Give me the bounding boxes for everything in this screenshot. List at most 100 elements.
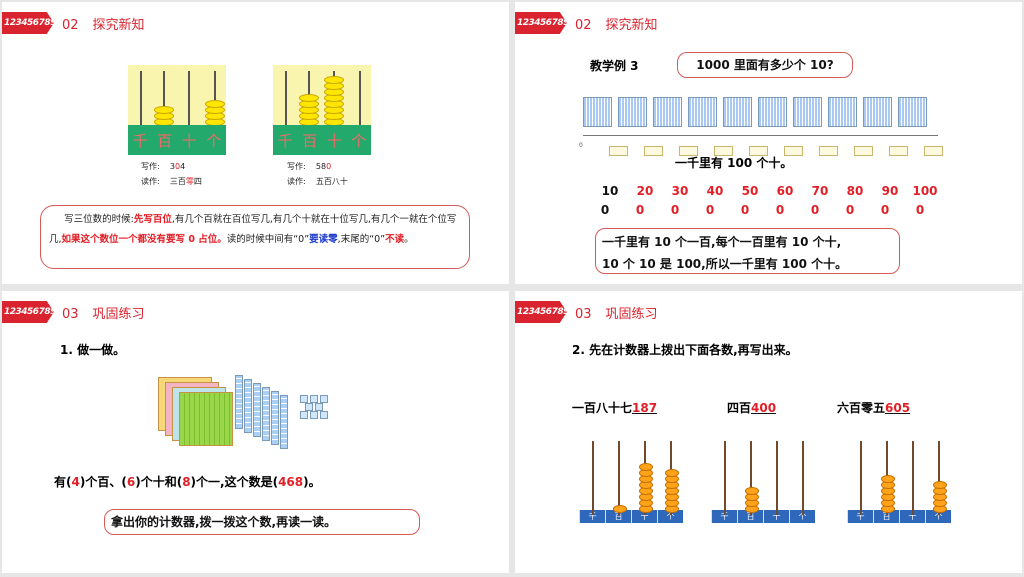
counter-bead xyxy=(639,463,653,471)
pair-top: 60 xyxy=(776,184,794,198)
counter-place-label: 百 xyxy=(873,510,899,523)
unit-cube xyxy=(310,395,318,403)
unit-cube xyxy=(300,395,308,403)
pair-bottom: 0 xyxy=(880,203,890,217)
pair-top: 20 xyxy=(636,184,654,198)
pair-bottom: 0 xyxy=(915,203,925,217)
statement: 一千里有 100 个十。 xyxy=(675,156,793,170)
number-line-box xyxy=(889,146,908,156)
counter-place-label: 百 xyxy=(737,510,763,523)
rod-line xyxy=(592,441,594,515)
counter-rod xyxy=(743,441,759,515)
pair-top: 100 xyxy=(912,184,938,198)
unit-cube xyxy=(320,395,328,403)
counter-rod xyxy=(611,441,627,515)
number-line-box xyxy=(644,146,663,156)
prompt-bubble: 拿出你的计数器,拨一拨这个数,再读一读。 xyxy=(104,509,420,535)
rod-line xyxy=(802,441,804,515)
tens-rod xyxy=(271,391,279,445)
counter-rod xyxy=(879,441,895,515)
axis-zero: 0 xyxy=(579,142,583,149)
counter-rod xyxy=(585,441,601,515)
counter-place-label: 个 xyxy=(789,510,815,523)
brand-badge: 123456789 xyxy=(515,301,567,323)
item-605: 六百零五605 xyxy=(837,401,911,415)
rod-line xyxy=(750,441,752,515)
counter-place-label: 十 xyxy=(763,510,789,523)
tens-rod xyxy=(262,387,270,441)
counter-place-label: 千 xyxy=(847,510,873,523)
number-line-box xyxy=(854,146,873,156)
counter-rod xyxy=(795,441,811,515)
hundred-cube xyxy=(653,97,682,127)
pair-top: 10 xyxy=(601,184,619,198)
counter-rod xyxy=(637,441,653,515)
counter-place-label: 百 xyxy=(605,510,631,523)
pair-bottom: 0 xyxy=(600,203,610,217)
pair-bottom: 0 xyxy=(740,203,750,217)
unit-cube xyxy=(300,411,308,419)
task-title: 1. 做一做。 xyxy=(60,343,126,357)
number-line-box xyxy=(749,146,768,156)
item-187: 一百八十七187 xyxy=(572,401,658,415)
rod-line xyxy=(776,441,778,515)
counter-place-label: 千 xyxy=(711,510,737,523)
counter-place-label: 十 xyxy=(631,510,657,523)
number-line-box xyxy=(819,146,838,156)
rod-line xyxy=(860,441,862,515)
place-hundreds: 百 xyxy=(157,131,173,150)
counter-place-label: 个 xyxy=(657,510,683,523)
brand-badge: 123456789 xyxy=(2,301,54,323)
counter-rod xyxy=(769,441,785,515)
pair-top: 30 xyxy=(671,184,689,198)
hundred-cube xyxy=(758,97,787,127)
pair-top: 80 xyxy=(846,184,864,198)
hundred-cube xyxy=(793,97,822,127)
number-line-box xyxy=(609,146,628,156)
tens-rod xyxy=(253,383,261,437)
brand-badge: 123456789 xyxy=(515,12,567,34)
number-line-box xyxy=(784,146,803,156)
pair-bottom: 0 xyxy=(635,203,645,217)
number-line xyxy=(583,135,938,136)
abacus-304: 千百十个 xyxy=(128,65,226,155)
counter-bead xyxy=(665,469,679,477)
counter-rod xyxy=(663,441,679,515)
pair-top: 70 xyxy=(811,184,829,198)
rod-line xyxy=(938,441,940,515)
unit-cube xyxy=(315,403,323,411)
hundred-cube xyxy=(828,97,857,127)
counter-bead xyxy=(745,487,759,495)
counter-bead xyxy=(881,475,895,483)
pair-bottom: 0 xyxy=(845,203,855,217)
unit-cube xyxy=(320,411,328,419)
counter-rod xyxy=(853,441,869,515)
counter-place-label: 千 xyxy=(579,510,605,523)
pair-top: 50 xyxy=(741,184,759,198)
pair-bottom: 0 xyxy=(670,203,680,217)
question-bubble: 1000 里面有多少个 10? xyxy=(677,52,853,78)
pair-top: 90 xyxy=(881,184,899,198)
rod-line xyxy=(724,441,726,515)
pair-bottom: 0 xyxy=(775,203,785,217)
write-580: 写作: 580 xyxy=(287,162,332,171)
hundred-cube xyxy=(863,97,892,127)
counter-rod xyxy=(905,441,921,515)
pair-bottom: 0 xyxy=(705,203,715,217)
hundred-cube xyxy=(583,97,612,127)
counter-bead xyxy=(613,505,627,513)
unit-cube xyxy=(310,411,318,419)
rod-line xyxy=(618,441,620,515)
pair-bottom: 0 xyxy=(810,203,820,217)
place-ones: 个 xyxy=(206,131,222,150)
place-tens: 十 xyxy=(181,131,197,150)
hundred-cube xyxy=(688,97,717,127)
task-title: 2. 先在计数器上拨出下面各数,再写出来。 xyxy=(572,343,798,357)
counter-base: 千百十个 xyxy=(711,510,815,523)
example-label: 教学例 3 xyxy=(590,59,639,73)
place-thousands: 千 xyxy=(132,131,148,150)
